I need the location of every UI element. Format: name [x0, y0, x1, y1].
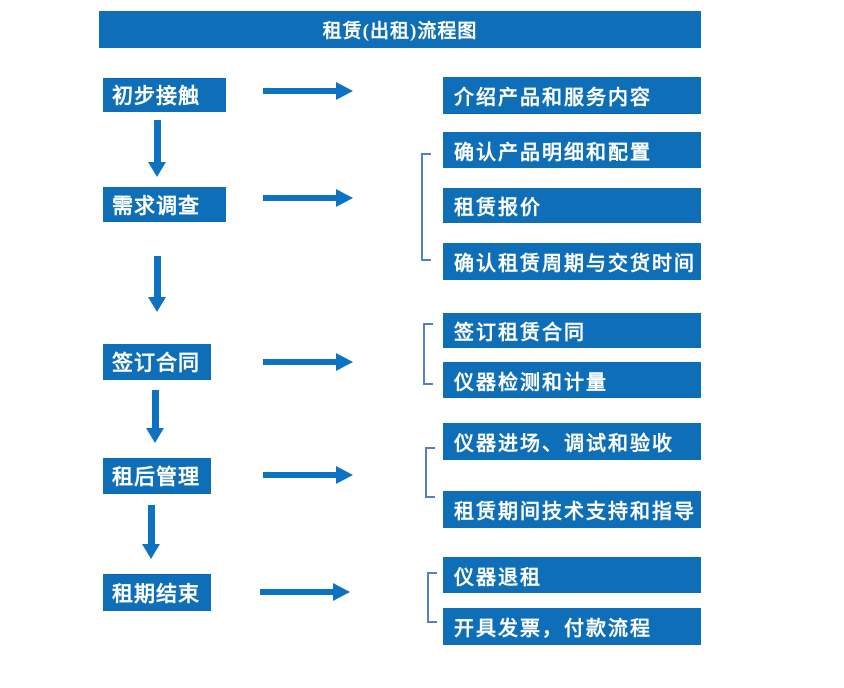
detail-box: 开具发票，付款流程	[443, 608, 701, 645]
detail-label: 租赁报价	[454, 197, 542, 219]
detail-box: 签订租赁合同	[443, 313, 701, 348]
detail-box: 确认租赁周期与交货时间	[443, 243, 701, 280]
step-label: 签订合同	[112, 351, 200, 375]
step-box-rental-end: 租期结束	[103, 574, 211, 611]
right-arrow-icon	[263, 466, 353, 484]
detail-label: 仪器检测和计量	[454, 371, 608, 394]
right-arrow-icon	[263, 82, 353, 100]
title-bar: 租赁(出租)流程图	[99, 11, 701, 48]
detail-label: 介绍产品和服务内容	[454, 87, 652, 109]
detail-box: 仪器检测和计量	[443, 362, 701, 398]
down-arrow-icon	[148, 120, 166, 177]
step-label: 需求调查	[112, 193, 200, 218]
down-arrow-icon	[148, 256, 166, 312]
step-box-post-rental-management: 租后管理	[103, 458, 211, 494]
detail-label: 签订租赁合同	[454, 322, 586, 344]
right-arrow-icon	[263, 353, 353, 371]
page-title: 租赁(出租)流程图	[322, 21, 478, 42]
step-label: 租后管理	[112, 465, 200, 489]
detail-label: 确认产品明细和配置	[454, 141, 652, 164]
detail-box: 租赁期间技术支持和指导	[443, 491, 701, 528]
detail-label: 仪器进场、调试和验收	[454, 433, 674, 455]
step-label: 初步接触	[112, 84, 200, 108]
down-arrow-icon	[142, 505, 160, 559]
right-arrow-icon	[260, 583, 350, 601]
detail-label: 租赁期间技术支持和指导	[454, 501, 696, 523]
step-label: 租期结束	[112, 581, 200, 606]
group-bracket	[423, 323, 433, 385]
detail-box: 租赁报价	[443, 188, 701, 223]
detail-label: 仪器退租	[454, 566, 542, 589]
detail-box: 仪器退租	[443, 557, 701, 593]
right-arrow-icon	[263, 189, 353, 207]
down-arrow-icon	[146, 390, 164, 443]
step-box-sign-contract: 签订合同	[103, 344, 211, 380]
detail-box: 确认产品明细和配置	[443, 132, 701, 168]
detail-label: 确认租赁周期与交货时间	[454, 253, 696, 275]
group-bracket	[425, 447, 435, 498]
group-bracket	[427, 572, 437, 623]
step-box-demand-survey: 需求调查	[103, 187, 226, 222]
detail-box: 介绍产品和服务内容	[443, 77, 701, 114]
detail-box: 仪器进场、调试和验收	[443, 423, 701, 460]
group-bracket	[421, 153, 431, 261]
step-box-initial-contact: 初步接触	[103, 78, 226, 112]
detail-label: 开具发票，付款流程	[454, 618, 652, 640]
